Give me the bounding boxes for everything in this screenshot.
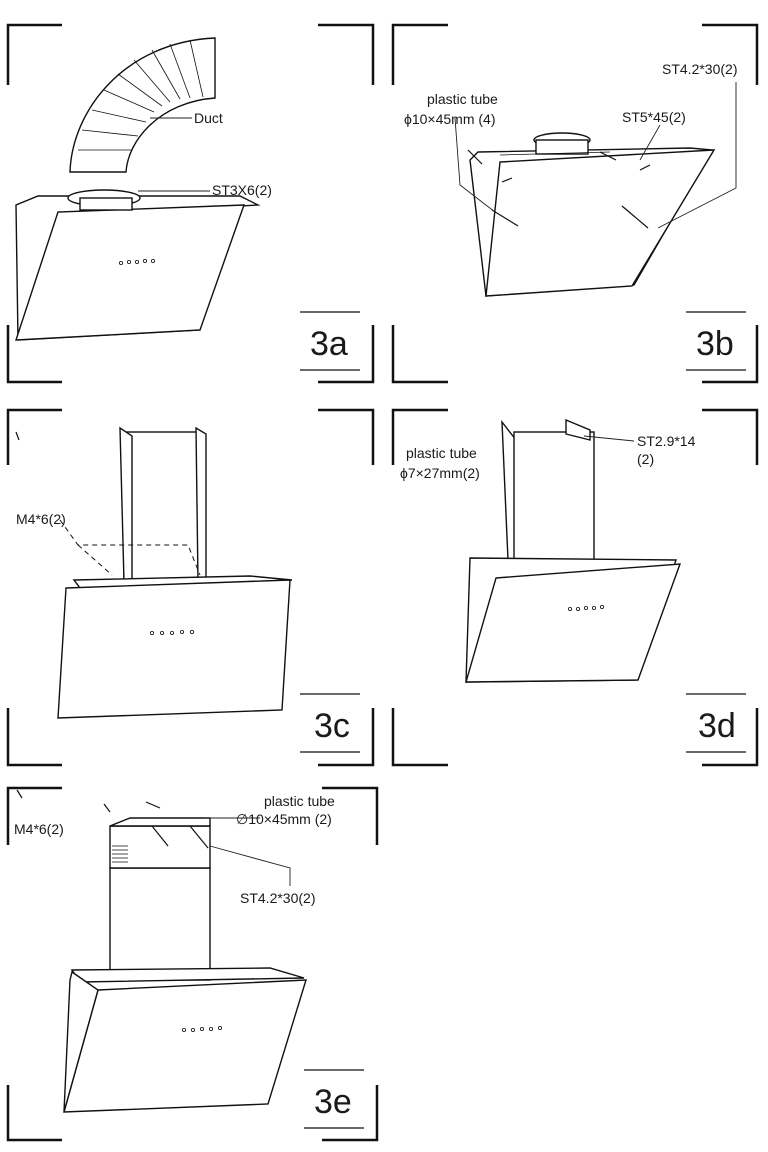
frame-corner [391,708,448,767]
step-tag: 3b [696,325,734,363]
panel-3c: M4*6(2) 3c [6,408,375,767]
tube-size: ∅10×45mm (2) [236,811,332,827]
hood-illustration [63,801,307,1113]
frame-corner [322,786,379,845]
frame-corner [702,408,759,465]
hood-illustration [15,189,261,341]
frame-corner [391,23,448,85]
step-badge: 3c [300,693,360,753]
screw-m-label: M4*6(2) [14,821,64,837]
step-tag: 3e [314,1083,352,1121]
step-tag: 3a [310,325,348,363]
frame-corner [6,325,62,384]
panel-3a: Duct ST3X6(2) 3a [6,23,375,384]
tube-size: ϕ10×45mm (4) [404,111,496,127]
frame-corner [6,708,62,767]
screw-label-b: ST5*45(2) [622,109,686,125]
frame-corner [6,23,62,85]
step-badge: 3d [686,693,746,753]
panel-3d: plastic tube ϕ7×27mm(2) ST2.9*14 (2) 3d [391,408,759,767]
frame-corner [702,23,759,85]
panel-3e: M4*6(2) plastic tube ∅10×45mm (2) ST4.2*… [6,786,379,1142]
step-badge: 3b [686,311,746,371]
frame-corner [318,408,375,465]
duct-illustration [69,37,216,173]
frame-corner [702,325,759,384]
tube-label: plastic tube [427,91,498,107]
screw-st-label: ST4.2*30(2) [240,890,315,906]
screw-label: ST3X6(2) [212,182,272,198]
frame-corner [318,23,375,85]
tube-label: plastic tube [264,793,335,809]
screw-label-a: ST4.2*30(2) [662,61,737,77]
tube-size: ϕ7×27mm(2) [400,465,480,481]
step-tag: 3d [698,707,736,745]
hood-illustration [454,82,737,297]
tube-label: plastic tube [406,445,477,461]
mark [16,789,23,799]
step-badge: 3e [304,1069,364,1129]
panel-3b: plastic tube ϕ10×45mm (4) ST4.2*30(2) ST… [391,23,759,384]
screw-label: ST2.9*14 [637,433,696,449]
hood-illustration [57,426,293,719]
hood-illustration [465,418,682,683]
frame-corner [318,325,375,384]
frame-corner [6,1085,62,1142]
frame-corner [6,786,62,845]
screw-qty: (2) [637,451,654,467]
frame-corner [391,325,448,384]
frame-corner [702,708,759,767]
step-badge: 3a [300,311,360,371]
frame-corner [6,408,62,465]
step-tag: 3c [314,707,350,745]
frame-corner [322,1085,379,1142]
screw-label: M4*6(2) [16,511,66,527]
frame-corner [391,408,448,465]
frame-corner [318,708,375,767]
duct-label: Duct [194,110,223,126]
mark [15,431,20,441]
